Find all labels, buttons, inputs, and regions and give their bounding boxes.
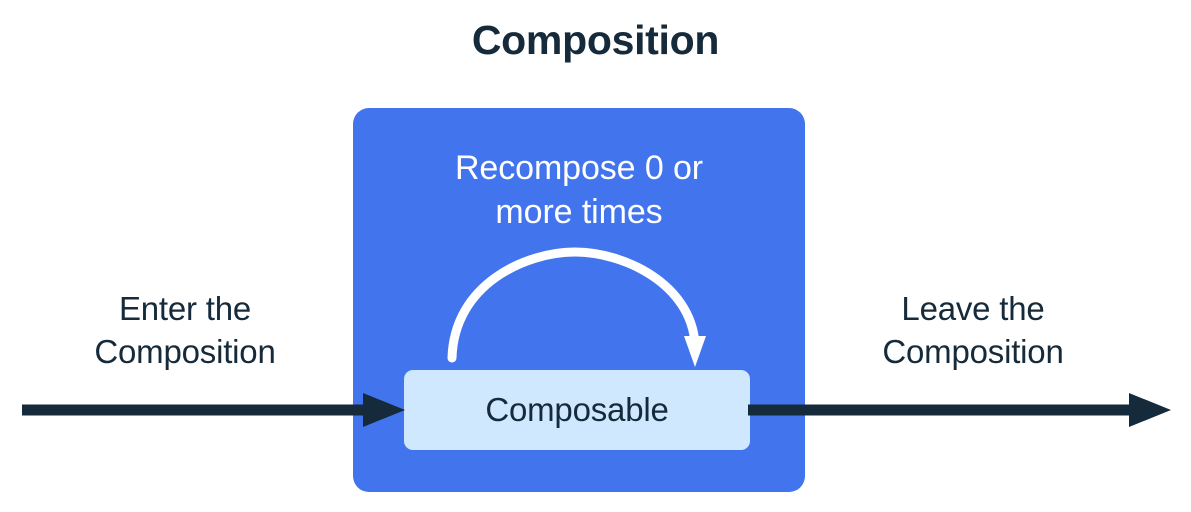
enter-arrow-right-icon (22, 393, 405, 427)
leave-composition-label: Leave the Composition (808, 288, 1138, 374)
leave-arrow-right-icon (748, 393, 1171, 427)
composable-box: Composable (404, 370, 750, 450)
recompose-label-line1: Recompose 0 or (454, 149, 704, 187)
recompose-label: Recompose 0 or more times (353, 147, 805, 235)
curved-loop-arrow-icon (447, 247, 706, 367)
enter-label-line2: Composition (94, 332, 276, 370)
page-title: Composition (471, 17, 720, 63)
enter-label-line1: Enter the (118, 290, 252, 327)
recompose-label-line2: more times (495, 192, 663, 231)
leave-label-line2: Composition (882, 332, 1064, 370)
composable-label: Composable (485, 391, 669, 428)
enter-composition-label: Enter the Composition (20, 288, 350, 374)
leave-label-line1: Leave the (901, 290, 1045, 327)
